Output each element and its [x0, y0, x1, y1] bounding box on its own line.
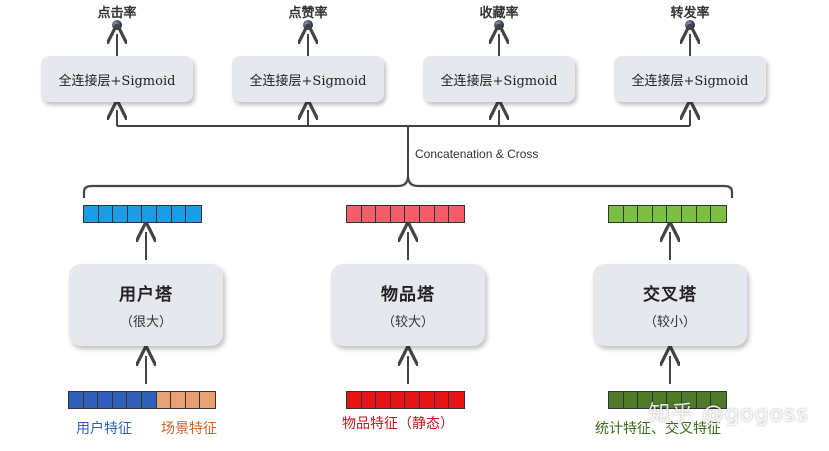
vector-cell — [405, 392, 420, 408]
vector-cell — [98, 206, 114, 222]
vector-cell — [681, 206, 697, 222]
vector-cell — [361, 392, 377, 408]
item-feature-vector — [346, 391, 465, 409]
concat-label: Concatenation & Cross — [415, 147, 539, 161]
user-scene-feature-vector — [68, 391, 216, 409]
cross-feature-label: 统计特征、交叉特征 — [595, 421, 721, 437]
item-tower-subtitle: （较大） — [381, 315, 434, 330]
vector-cell — [69, 392, 84, 408]
vector-cell — [667, 206, 682, 222]
fc-sigmoid-box-4: 全连接层+Sigmoid — [614, 56, 766, 102]
vector-cell — [419, 392, 435, 408]
vector-cell — [696, 392, 712, 408]
cross-tower-subtitle: （较小） — [643, 315, 696, 330]
vector-cell — [449, 206, 464, 222]
item-feature-label: 物品特征（静态） — [342, 416, 454, 432]
fc-sigmoid-box-1: 全连接层+Sigmoid — [41, 56, 193, 102]
vector-cell — [681, 392, 697, 408]
cross-feature-vector — [608, 391, 727, 409]
vector-cell — [652, 392, 668, 408]
head-label-like: 点赞率 — [288, 6, 328, 21]
vector-cell — [142, 206, 157, 222]
vector-cell — [623, 392, 639, 408]
vector-cell — [652, 206, 668, 222]
cross-tower-title: 交叉塔 — [643, 285, 697, 305]
head-label-click: 点击率 — [97, 6, 137, 21]
vector-cell — [98, 392, 113, 408]
vector-cell — [623, 206, 639, 222]
user-feature-label: 用户特征 — [76, 421, 132, 437]
vector-cell — [185, 392, 201, 408]
cross-tower: 交叉塔 （较小） — [593, 264, 747, 346]
vector-cell — [667, 392, 682, 408]
item-tower-vector — [346, 205, 465, 223]
vector-cell — [127, 392, 142, 408]
vector-cell — [113, 206, 128, 222]
vector-cell — [638, 392, 653, 408]
output-dot-2 — [303, 20, 313, 30]
vector-cell — [390, 392, 406, 408]
user-tower: 用户塔 （很大） — [69, 264, 223, 346]
user-tower-title: 用户塔 — [119, 285, 173, 305]
user-tower-subtitle: （很大） — [119, 315, 172, 330]
user-tower-vector — [83, 205, 202, 223]
vector-cell — [449, 392, 464, 408]
vector-cell — [200, 392, 215, 408]
vector-cell — [376, 206, 391, 222]
vector-cell — [609, 206, 624, 222]
head-label-collect: 收藏率 — [479, 6, 519, 21]
vector-cell — [376, 392, 391, 408]
output-dot-1 — [112, 20, 122, 30]
vector-cell — [171, 206, 187, 222]
vector-cell — [347, 206, 362, 222]
concat-brace — [82, 175, 734, 198]
vector-cell — [347, 392, 362, 408]
vector-cell — [419, 206, 435, 222]
vector-cell — [186, 206, 201, 222]
item-tower-title: 物品塔 — [381, 285, 435, 305]
vector-cell — [711, 206, 726, 222]
cross-tower-vector — [608, 205, 727, 223]
vector-cell — [405, 206, 420, 222]
vector-cell — [112, 392, 128, 408]
vector-cell — [141, 392, 157, 408]
scene-feature-label: 场景特征 — [161, 421, 217, 437]
output-dot-3 — [494, 20, 504, 30]
vector-cell — [390, 206, 406, 222]
item-tower: 物品塔 （较大） — [331, 264, 485, 346]
vector-cell — [696, 206, 712, 222]
vector-cell — [361, 206, 377, 222]
watermark: 知乎 @gogoss — [648, 402, 809, 427]
vector-cell — [434, 206, 450, 222]
fc-sigmoid-box-2: 全连接层+Sigmoid — [232, 56, 384, 102]
output-dot-4 — [685, 20, 695, 30]
vector-cell — [711, 392, 726, 408]
fc-sigmoid-box-3: 全连接层+Sigmoid — [423, 56, 575, 102]
vector-cell — [84, 206, 99, 222]
vector-cell — [638, 206, 653, 222]
vector-cell — [83, 392, 99, 408]
vector-cell — [171, 392, 186, 408]
vector-cell — [127, 206, 143, 222]
vector-cell — [156, 206, 172, 222]
head-label-share: 转发率 — [670, 6, 710, 21]
vector-cell — [156, 392, 172, 408]
vector-cell — [609, 392, 624, 408]
vector-cell — [434, 392, 450, 408]
